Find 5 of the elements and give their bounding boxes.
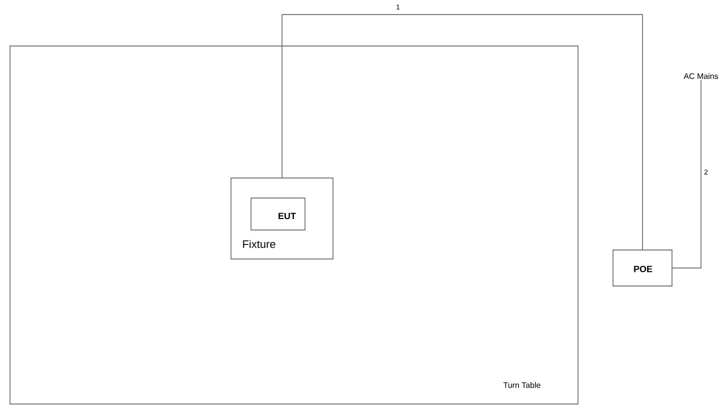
cable-line xyxy=(282,14,643,250)
poe-box: POE xyxy=(612,250,672,286)
cable-line xyxy=(672,80,702,268)
mains-label: AC Mains xyxy=(684,73,718,79)
eut-box: EUT xyxy=(250,198,306,230)
